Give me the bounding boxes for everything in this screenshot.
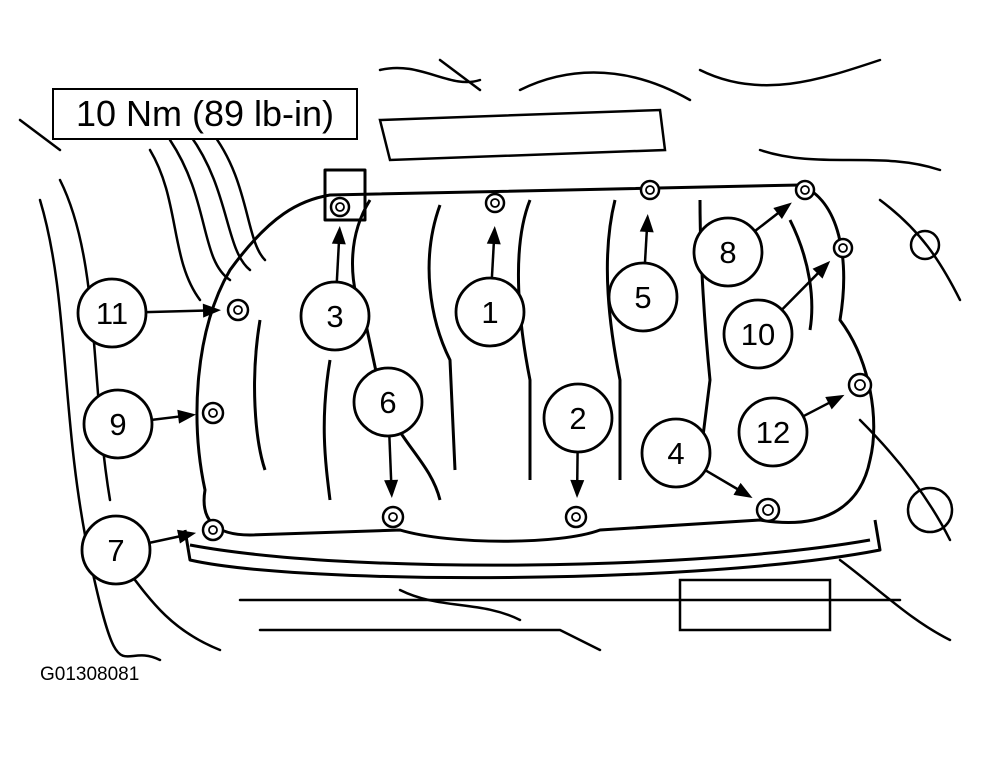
callout-number-8: 8: [719, 235, 736, 270]
callout-number-6: 6: [379, 385, 396, 420]
callout-arrowhead-4: [733, 482, 753, 498]
callout-number-3: 3: [326, 299, 343, 334]
callout-arrowhead-1: [486, 225, 501, 245]
callout-number-2: 2: [569, 401, 586, 436]
callout-leader-3: [335, 239, 341, 283]
callout-circle-1: [454, 276, 526, 348]
callout-circle-11: [76, 277, 148, 349]
bolt-12: [847, 372, 873, 398]
bolt-8: [794, 179, 816, 201]
callout-leader-7: [148, 534, 183, 545]
bolt-inner: [208, 185, 866, 535]
callout-arrowhead-6: [384, 479, 399, 499]
callout-number-11: 11: [96, 296, 128, 331]
callout-arrowhead-11: [202, 303, 222, 318]
callout-circle-12: [737, 396, 809, 468]
callout-arrowhead-2: [570, 479, 585, 499]
bolt-6: [381, 505, 405, 529]
callout-number-9: 9: [109, 407, 126, 442]
callout-leader-6: [388, 435, 393, 485]
callout-circle-9: [82, 388, 154, 460]
bolt-1: [484, 192, 506, 214]
bolt-10: [832, 237, 854, 259]
bolt-5: [639, 179, 661, 201]
callout-circle-8: [692, 216, 764, 288]
callout-number-10: 10: [741, 317, 775, 352]
callout-number-12: 12: [756, 415, 790, 450]
callout-arrowhead-8: [773, 202, 792, 220]
callout-leader-1: [490, 239, 496, 279]
bolt-4: [755, 497, 781, 523]
callout-number-7: 7: [107, 533, 124, 568]
bolt-7: [201, 518, 225, 542]
callout-arrowhead-10: [812, 260, 831, 279]
torque-spec-label: 10 Nm (89 lb-in): [52, 88, 358, 140]
callout-circle-6: [352, 366, 424, 438]
callout-leader-11: [145, 309, 208, 314]
callout-leader-10: [780, 269, 822, 311]
callout-circle-10: [722, 298, 794, 370]
callout-number-1: 1: [481, 295, 498, 330]
figure-id: G01308081: [40, 664, 140, 685]
bolt-11: [226, 298, 250, 322]
callout-arrowhead-9: [177, 409, 197, 424]
callout-arrowhead-12: [825, 394, 845, 410]
callout-leader-5: [643, 227, 649, 264]
callout-arrowhead-7: [177, 529, 197, 544]
callout-leader-8: [754, 210, 782, 233]
callout-circle-4: [640, 417, 712, 489]
callout-leader-9: [151, 414, 183, 422]
callout-leaders: [145, 202, 845, 545]
callout-circle-3: [299, 280, 371, 352]
bolt-2: [564, 505, 588, 529]
callout-leader-12: [802, 400, 833, 418]
callout-leader-4: [704, 469, 742, 492]
callout-arrowhead-3: [331, 225, 346, 245]
callout-arrowhead-5: [639, 213, 654, 233]
callout-number-5: 5: [634, 280, 651, 315]
callout-circle-5: [607, 261, 679, 333]
engine-background: [18, 58, 962, 662]
manifold-bolts: [201, 179, 873, 542]
bolt-9: [201, 401, 225, 425]
callout-number-4: 4: [667, 436, 684, 471]
callout-circle-7: [80, 514, 152, 586]
bolt-3: [329, 196, 351, 218]
callout-circle-2: [542, 382, 614, 454]
